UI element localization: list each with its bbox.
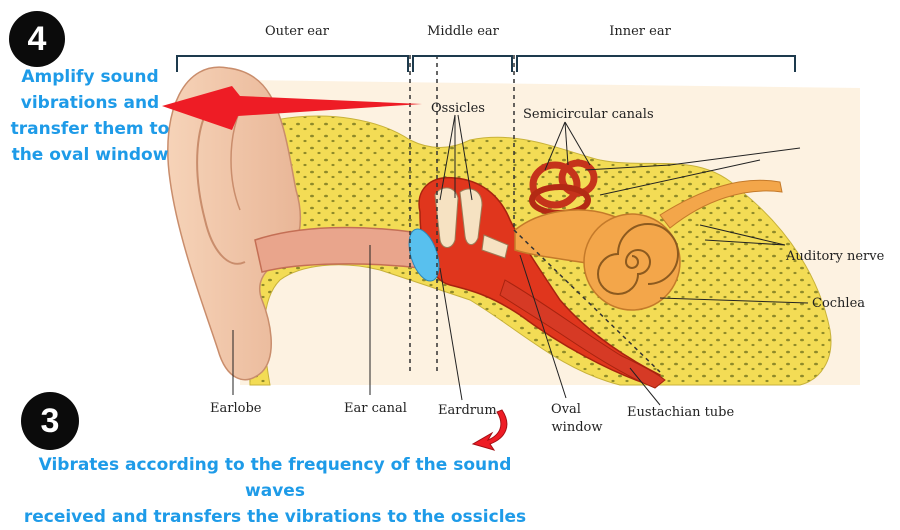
step-3-line: Vibrates according to the frequency of t… [38,455,512,501]
eustachian-tube-shape [499,279,666,389]
arrow-ossicles-to-step4 [162,86,422,130]
divider-inner-diagonal [513,229,661,373]
ear-anatomy-diagram: Outer ear Middle ear Inner ear Ossicles … [162,24,885,451]
label-ear-canal: Ear canal [344,401,407,416]
label-eardrum: Eardrum [438,403,497,418]
cochlea-shape [583,213,681,311]
section-title-outer-ear: Outer ear [265,24,330,39]
step-4-line: the oval window [11,145,169,165]
ear-diagram-svg: Outer ear Middle ear Inner ear Ossicles … [162,24,885,451]
label-earlobe: Earlobe [210,401,262,416]
section-title-inner-ear: Inner ear [609,24,671,39]
pinna-fold [196,99,246,265]
step-4-description: Amplify sound vibrations and transfer th… [6,64,174,168]
label-eustachian-tube: Eustachian tube [627,405,734,420]
auditory-nerve-shape [659,179,783,229]
label-auditory-nerve: Auditory nerve [785,249,885,264]
label-semicircular-canals: Semicircular canals [523,107,654,122]
pinna [167,66,302,381]
section-brackets [176,55,796,72]
step-4-line: Amplify sound [21,67,159,87]
leader-lines [232,114,809,406]
pinna-inner-fold [230,109,241,211]
label-oval-window-line1: Oval [551,402,581,417]
step-3-line: received and transfers the vibrations to… [23,507,527,527]
label-oval-window-line2: window [552,420,603,435]
ossicle-malleus [434,187,459,248]
step-3-badge: 3 [21,392,79,450]
step-3-description: Vibrates according to the frequency of t… [10,452,540,530]
arrow-eardrum-to-step3 [471,409,508,451]
ossicle-stapes [481,234,509,259]
label-cochlea: Cochlea [812,296,865,311]
step-4-badge: 4 [9,11,65,67]
step-4-line: vibrations and [20,93,160,113]
step-4-line: transfer them to [10,119,170,139]
label-ossicles: Ossicles [431,101,485,116]
section-title-middle-ear: Middle ear [427,24,500,39]
